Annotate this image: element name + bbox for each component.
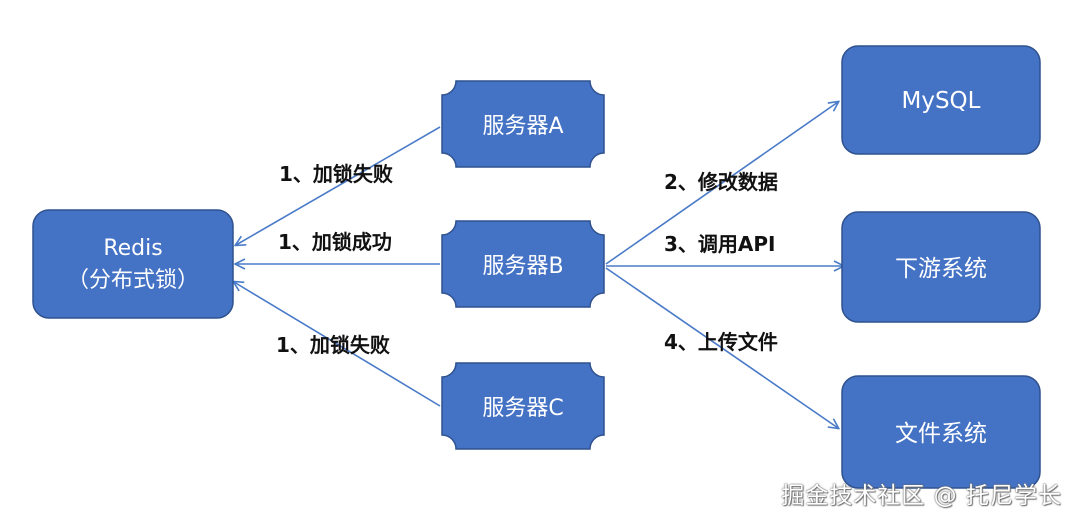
edge-label-call-api: 3、调用API <box>664 232 776 256</box>
downstream-node: 下游系统 <box>841 211 1041 323</box>
edge-label-lock-fail-c: 1、加锁失败 <box>276 333 390 357</box>
watermark-text: 掘金技术社区 @ 托尼学长 <box>781 483 1062 509</box>
arrow-server-b-to-file-system <box>605 267 838 428</box>
edge-label-lock-fail-a: 1、加锁失败 <box>279 162 393 186</box>
downstream-label: 下游系统 <box>895 256 987 282</box>
server-b-label: 服务器B <box>482 254 563 279</box>
arrow-server-a-to-redis <box>236 126 441 245</box>
edges <box>234 102 843 428</box>
edge-label-modify-data: 2、修改数据 <box>664 170 778 194</box>
mysql-label: MySQL <box>902 88 981 114</box>
file-system-node: 文件系统 <box>841 375 1041 489</box>
file-system-label: 文件系统 <box>895 421 987 447</box>
server-a-label: 服务器A <box>482 114 563 139</box>
server-c-label: 服务器C <box>482 396 563 421</box>
arrow-server-b-to-mysql <box>605 102 838 265</box>
edge-label-upload-file: 4、上传文件 <box>664 330 778 354</box>
arrow-server-c-to-redis <box>234 282 441 407</box>
server-a-node: 服务器A <box>441 80 605 168</box>
edge-labels: 1、加锁失败 1、加锁成功 1、加锁失败 2、修改数据 3、调用API 4、上传… <box>276 162 778 357</box>
redis-node: Redis （分布式锁） <box>32 209 234 319</box>
redis-subtitle: （分布式锁） <box>67 268 199 293</box>
server-c-node: 服务器C <box>441 362 605 450</box>
mysql-node: MySQL <box>841 45 1041 155</box>
edge-label-lock-success-b: 1、加锁成功 <box>278 230 392 254</box>
server-b-node: 服务器B <box>441 220 605 308</box>
redis-title: Redis <box>103 236 162 261</box>
